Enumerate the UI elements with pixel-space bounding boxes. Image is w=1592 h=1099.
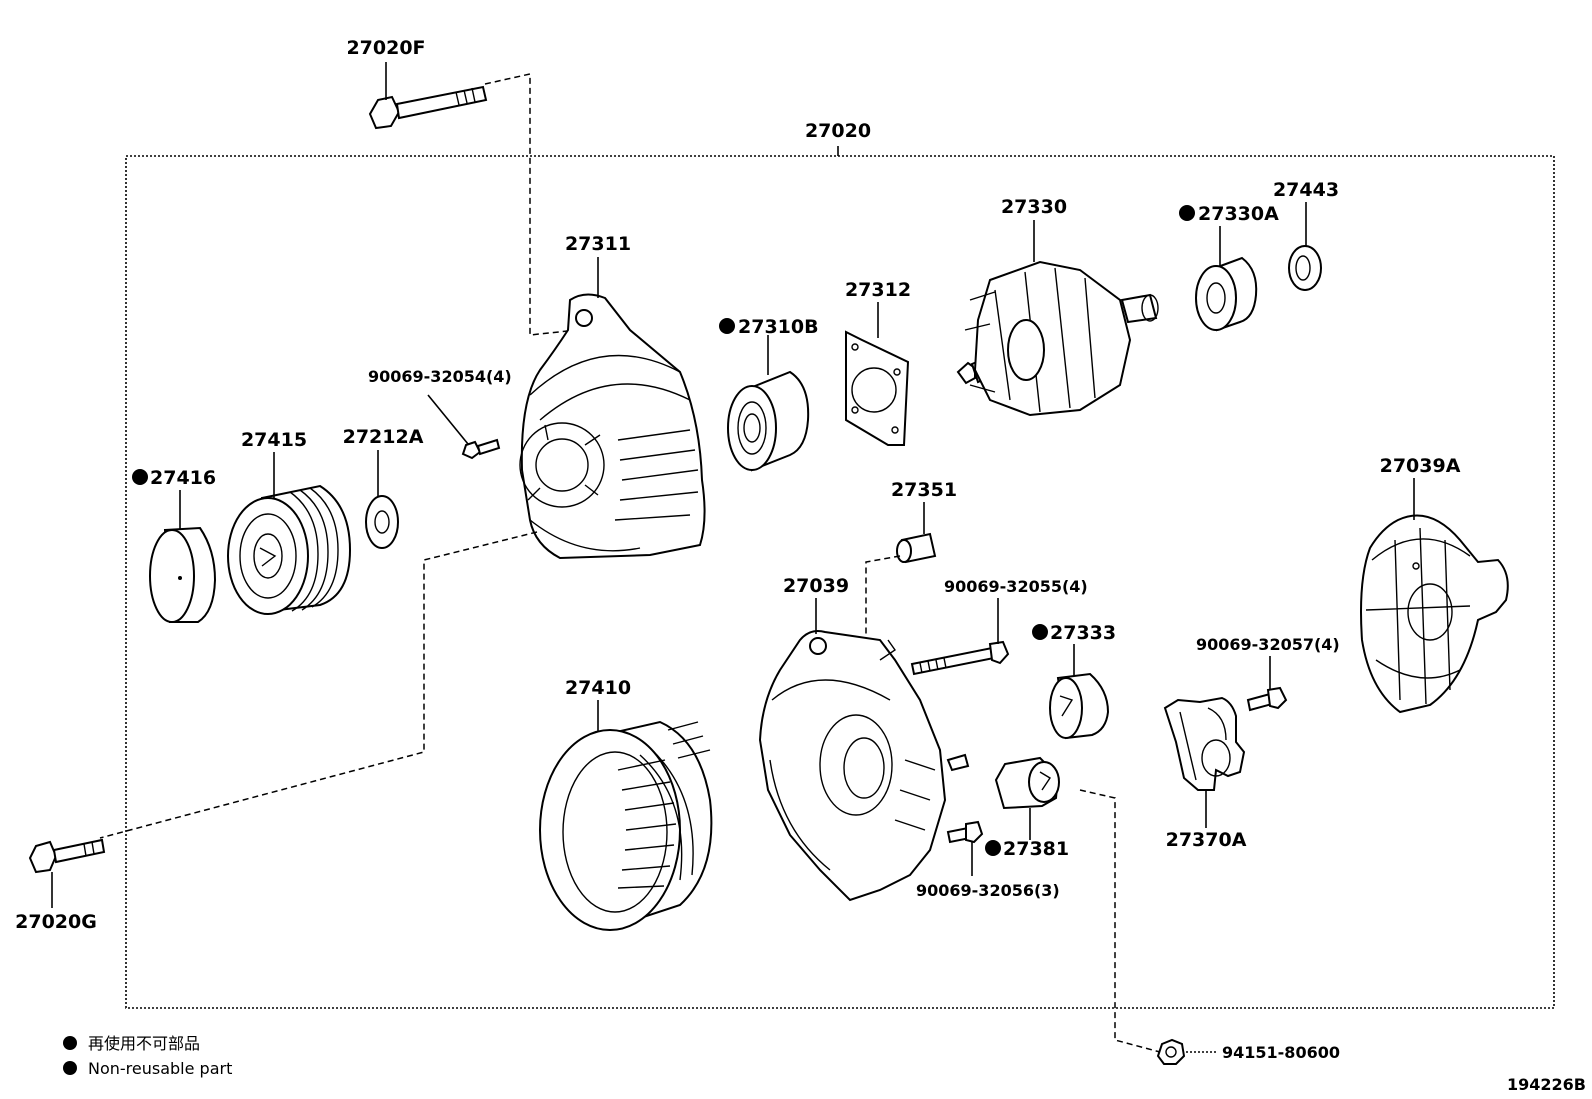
- legend-text-en: Non-reusable part: [88, 1059, 232, 1078]
- bushing-27351[interactable]: [896, 532, 937, 564]
- label-27415: 27415: [241, 429, 307, 451]
- label-27039a: 27039A: [1380, 455, 1461, 477]
- label-90069-32055: 90069-32055(4): [944, 577, 1088, 596]
- non-reusable-marker-27381: [985, 840, 1001, 856]
- nut-94151-80600[interactable]: [1156, 1038, 1186, 1065]
- label-94151-80600: 94151-80600: [1222, 1043, 1340, 1062]
- bolt-90069-32055[interactable]: [910, 640, 1010, 676]
- bearing-27330a[interactable]: [1195, 256, 1258, 332]
- legend-marker-jp: [63, 1036, 77, 1050]
- pulley-27415[interactable]: [227, 484, 352, 615]
- bearing-27310b[interactable]: [727, 370, 810, 472]
- rotor-27330[interactable]: [956, 260, 1159, 417]
- terminal-insulator-27381[interactable]: [994, 756, 1060, 810]
- label-27443: 27443: [1273, 179, 1339, 201]
- label-90069-32057: 90069-32057(4): [1196, 635, 1340, 654]
- label-90069-32054: 90069-32054(4): [368, 367, 512, 386]
- screw-90069-32057[interactable]: [1246, 686, 1288, 712]
- legend-text-jp: 再使用不可部品: [88, 1034, 200, 1053]
- label-27351: 27351: [891, 479, 957, 501]
- rear-cover-27039a[interactable]: [1360, 514, 1509, 714]
- label-27416: 27416: [150, 467, 216, 489]
- assembly-boundary-box: [125, 155, 1555, 1009]
- label-27020f: 27020F: [346, 37, 425, 59]
- non-reusable-marker-27416: [132, 469, 148, 485]
- label-27312: 27312: [845, 279, 911, 301]
- label-27333: 27333: [1050, 622, 1116, 644]
- label-27410: 27410: [565, 677, 631, 699]
- bolt-90069-32056[interactable]: [946, 820, 984, 844]
- non-reusable-marker-27333: [1032, 624, 1048, 640]
- label-27381: 27381: [1003, 838, 1069, 860]
- through-bolt-27020g[interactable]: [28, 838, 106, 874]
- label-27310b: 27310B: [738, 316, 819, 338]
- stator-27410[interactable]: [539, 720, 713, 931]
- label-27020g: 27020G: [15, 911, 97, 933]
- collar-27443[interactable]: [1288, 245, 1322, 291]
- label-27212a: 27212A: [343, 426, 424, 448]
- rectifier-end-frame-27039[interactable]: [758, 630, 970, 902]
- label-27370a: 27370A: [1166, 829, 1247, 851]
- brush-holder-27333[interactable]: [1049, 672, 1110, 740]
- legend-marker-en: [63, 1061, 77, 1075]
- label-90069-32056: 90069-32056(3): [916, 881, 1060, 900]
- non-reusable-marker-27310b: [719, 318, 735, 334]
- label-27330a: 27330A: [1198, 203, 1279, 225]
- non-reusable-marker-27330a: [1179, 205, 1195, 221]
- retainer-plate-27312[interactable]: [845, 330, 910, 446]
- assembly-label: 27020: [805, 120, 871, 142]
- through-bolt-27020f[interactable]: [368, 85, 488, 130]
- label-27311: 27311: [565, 233, 631, 255]
- label-27330: 27330: [1001, 196, 1067, 218]
- drive-end-frame-27311[interactable]: [519, 293, 706, 560]
- screw-90069-32054[interactable]: [461, 438, 501, 460]
- pulley-cap-27416[interactable]: [149, 526, 217, 623]
- legend: 再使用不可部品 Non-reusable part: [63, 1034, 232, 1078]
- regulator-27370a[interactable]: [1163, 696, 1246, 791]
- figure-number: 194226B: [1507, 1075, 1586, 1094]
- washer-27212a[interactable]: [365, 495, 399, 549]
- label-27039: 27039: [783, 575, 849, 597]
